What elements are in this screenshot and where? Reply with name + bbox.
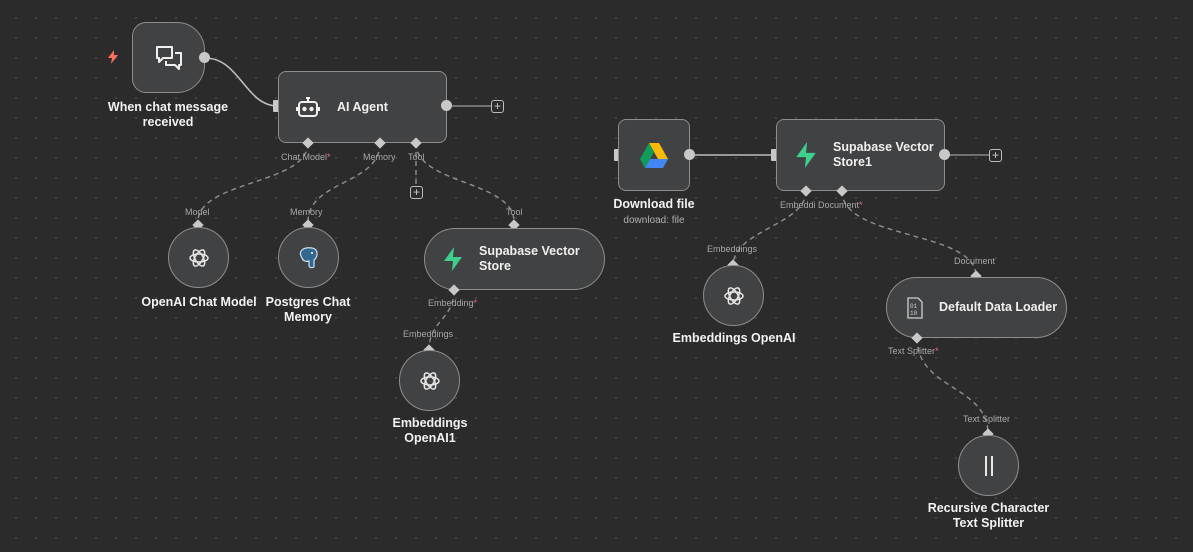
- robot-icon: [295, 96, 321, 118]
- agent-add-button[interactable]: +: [491, 100, 504, 113]
- splitter-port-label: Text Splitter: [963, 414, 1011, 424]
- supabase-icon: [441, 247, 465, 271]
- google-drive-icon: [640, 142, 668, 168]
- supabase1-output-handle[interactable]: [939, 149, 950, 160]
- supabase-vector-store-node[interactable]: Supabase Vector Store: [424, 228, 605, 290]
- embeddings-openai1-node[interactable]: [399, 350, 460, 411]
- default-data-loader-title: Default Data Loader: [939, 300, 1058, 314]
- lightning-bolt-icon: [107, 50, 119, 69]
- text-splitter-label: Recursive Character Text Splitter: [927, 501, 1050, 530]
- agent-tool-add-button[interactable]: +: [410, 186, 423, 199]
- document-port-label: Document: [954, 256, 996, 266]
- trigger-output-handle[interactable]: [199, 52, 210, 63]
- openai-icon: [418, 369, 442, 393]
- embeddings-port-label: Embeddings: [707, 244, 758, 254]
- wire-tool: [415, 142, 515, 223]
- openai-icon: [722, 284, 746, 308]
- svg-text:10: 10: [910, 310, 918, 317]
- supabase-vector-store1-title: Supabase Vector Store1: [833, 140, 934, 169]
- wire-s1-embed: [732, 190, 807, 267]
- download-file-node[interactable]: [618, 119, 690, 191]
- postgres-elephant-icon: [297, 246, 321, 270]
- agent-tool-label: Tool: [408, 152, 425, 162]
- download-output-handle[interactable]: [684, 149, 695, 160]
- embeddings-openai-label: Embeddings OpenAI: [672, 331, 796, 345]
- ai-agent-node[interactable]: AI Agent: [278, 71, 447, 143]
- svg-text:01: 01: [910, 303, 918, 310]
- embeddings1-port-label: Embeddings: [403, 329, 454, 339]
- chat-trigger-node[interactable]: [132, 22, 205, 93]
- download-file-subtitle: download: file: [623, 215, 685, 226]
- ai-agent-title: AI Agent: [337, 99, 388, 114]
- chat-bubbles-icon: [154, 44, 184, 72]
- supabase1-add-button[interactable]: +: [989, 149, 1002, 162]
- supabase1-input-handle[interactable]: [771, 149, 777, 161]
- model-port-label: Model: [185, 207, 210, 217]
- wire-memory: [307, 142, 381, 223]
- supabase1-embedding-label: Embeddi: [780, 200, 816, 210]
- wire-s1-doc: [841, 190, 977, 277]
- supabase-vector-store1-node[interactable]: Supabase Vector Store1: [776, 119, 945, 191]
- openai-icon: [187, 246, 211, 270]
- postgres-memory-node[interactable]: [278, 227, 339, 288]
- binary-file-icon: 01 10: [905, 296, 925, 319]
- supabase1-document-label: Document*: [818, 200, 863, 210]
- loader-text-splitter-label: Text Splitter*: [888, 346, 939, 356]
- supabase-icon: [793, 142, 819, 168]
- text-splitter-node[interactable]: [958, 435, 1019, 496]
- memory-port-label: Memory: [290, 207, 323, 217]
- embeddings-openai-node[interactable]: [703, 265, 764, 326]
- postgres-memory-label: Postgres Chat Memory: [265, 295, 351, 324]
- wire-embedding: [428, 289, 455, 351]
- openai-chat-model-node[interactable]: [168, 227, 229, 288]
- wire-model: [197, 142, 309, 223]
- agent-output-handle[interactable]: [441, 100, 452, 111]
- wire-splitter: [916, 337, 989, 435]
- agent-memory-label: Memory: [363, 152, 396, 162]
- chat-trigger-label: When chat message received: [107, 100, 229, 129]
- text-splitter-icon: [982, 455, 996, 477]
- wire-trigger-agent: [204, 57, 279, 107]
- tool-port-label: Tool: [506, 207, 523, 217]
- agent-input-handle[interactable]: [273, 100, 279, 112]
- supabase-vector-store-title: Supabase Vector Store: [479, 244, 580, 273]
- openai-chat-model-label: OpenAI Chat Model: [141, 295, 257, 309]
- supabase-embedding-label: Embedding*: [428, 298, 478, 308]
- agent-chat-model-label: Chat Model*: [281, 152, 331, 162]
- download-file-label: Download file: [613, 197, 695, 211]
- default-data-loader-node[interactable]: 01 10 Default Data Loader: [886, 277, 1067, 338]
- embeddings-openai1-label: Embeddings OpenAI1: [392, 416, 468, 445]
- download-input-handle[interactable]: [614, 149, 620, 161]
